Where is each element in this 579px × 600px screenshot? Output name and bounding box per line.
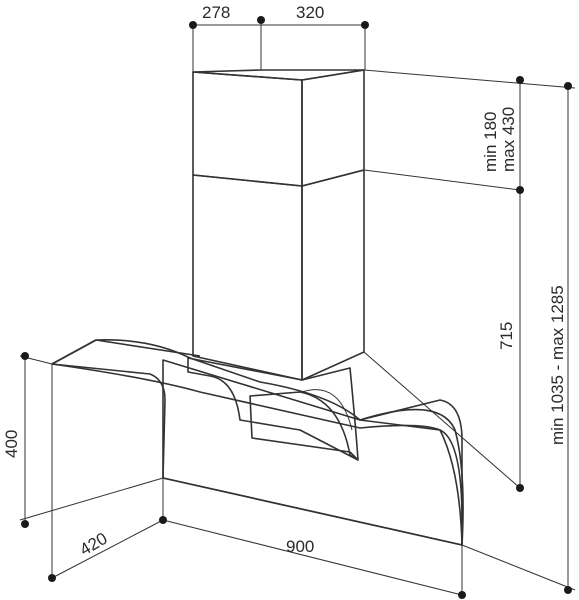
dim-dot [189,21,197,29]
chimney-upper-front [192,71,303,187]
dimension-lines [19,16,576,599]
dim-depth: 420 [77,529,111,560]
glass-back-panel [162,359,463,546]
glass-right-curve [359,408,464,546]
dim-dot [516,484,524,492]
dimension-labels: 278 320 min 180 max 430 715 min 1035 - m… [2,3,567,559]
dim-chimney-adjust-line2: max 430 [499,107,518,172]
dim-dot [159,516,167,524]
glass-canopy [51,339,464,546]
chimney [187,69,365,461]
dim-top-depth: 320 [296,3,324,22]
chimney-lower-front [192,174,303,381]
glass-top-back-edge [51,339,201,365]
dim-glass-height: 400 [2,430,21,458]
chimney-lower-side [301,169,365,381]
dim-top-width: 278 [202,3,230,22]
dim-chimney-adjust-line1: min 180 [481,112,500,172]
dim-dot [458,591,466,599]
dim-width: 900 [286,537,314,556]
dim-dot [361,21,369,29]
glass-front-curve [51,363,166,479]
dim-dot [516,186,524,194]
dim-dot [516,76,524,84]
dim-dot [564,586,572,594]
chimney-upper-side [301,69,365,187]
glass-bottom-edge [162,477,463,546]
motor-housing [187,357,359,461]
dim-dot [564,82,572,90]
dim-total-height: min 1035 - max 1285 [548,285,567,445]
dim-lower-height: 715 [497,322,516,350]
dim-dot [257,16,265,24]
dim-dot [21,352,29,360]
motor-housing-curve [301,389,353,431]
dim-dot [48,574,56,582]
dim-dot [21,520,29,528]
